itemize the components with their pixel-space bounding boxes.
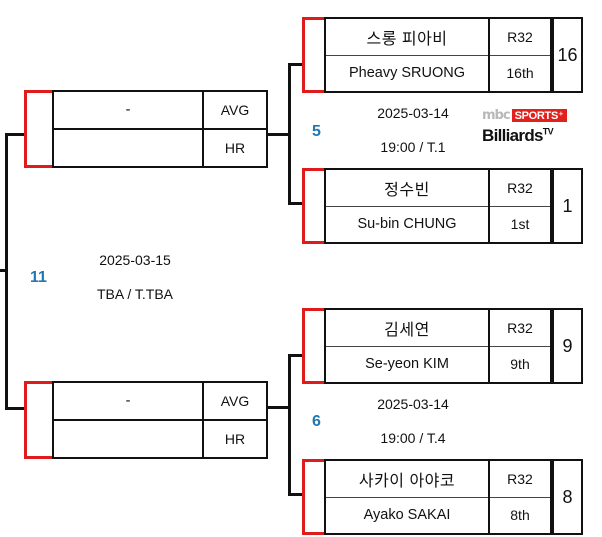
mbc-wordmark: mbc [482, 108, 511, 123]
winner-box-semi2-names: - [54, 383, 202, 457]
player-card-1-round: R32 [490, 19, 550, 56]
connector-semi1-out-stub [267, 133, 291, 136]
winner-box-semi1-names: - [54, 92, 202, 166]
connector-semi2-bottom-arm [288, 493, 305, 496]
final-match-date: 2025-03-15 [99, 252, 171, 268]
winner-box-semi1-name-alt [54, 130, 202, 166]
match-hook-player-2 [302, 168, 326, 244]
player-card-3-name-kr: 김세연 [326, 310, 488, 347]
player-card-1-names: 스롱 피아비 Pheavy SRUONG [326, 19, 488, 91]
tv-superscript: TV [542, 126, 554, 137]
winner-box-semi2-stats: AVG HR [202, 383, 266, 457]
winner-box-semi2-hr-label: HR [224, 431, 246, 447]
winner-box-semi1-stats: AVG HR [202, 92, 266, 166]
player-card-3-rank: 9th [510, 356, 530, 373]
connector-semi1-bottom-arm [288, 202, 305, 205]
player-card-1[interactable]: 스롱 피아비 Pheavy SRUONG R32 16th [324, 17, 552, 93]
winner-box-semi1-avg-label: AVG [204, 92, 266, 130]
billiards-wordmark: Billiards [482, 126, 543, 145]
player-card-3[interactable]: 김세연 Se-yeon KIM R32 9th [324, 308, 552, 384]
player-card-4-names: 사카이 아야코 Ayako SAKAI [326, 461, 488, 533]
connector-semi2-vertical [288, 354, 291, 496]
player-card-2-names: 정수빈 Su-bin CHUNG [326, 170, 488, 242]
player-card-4-meta: R32 8th [488, 461, 550, 533]
match-number-semi1: 5 [312, 123, 321, 140]
player-seed-3: 9 [552, 308, 583, 384]
winner-box-semi1[interactable]: - AVG HR [52, 90, 268, 168]
connector-semi1-top-arm [288, 63, 305, 66]
connector-semi2-top-arm [288, 354, 305, 357]
player-card-2-meta: R32 1st [488, 170, 550, 242]
winner-box-semi2-avg-label: AVG [204, 383, 266, 421]
player-seed-4: 8 [552, 459, 583, 535]
player-card-4-name-en: Ayako SAKAI [363, 507, 451, 524]
player-card-4[interactable]: 사카이 아야코 Ayako SAKAI R32 8th [324, 459, 552, 535]
connector-final-out-stub [0, 269, 8, 272]
broadcaster-logo-row2: BilliardsTV [482, 126, 572, 146]
player-card-1-meta: R32 16th [488, 19, 550, 91]
player-card-2-rank: 1st [510, 216, 530, 233]
player-card-2-name-en: Su-bin CHUNG [357, 216, 457, 233]
player-card-4-round: R32 [490, 461, 550, 498]
player-card-3-meta: R32 9th [488, 310, 550, 382]
player-card-4-name-kr: 사카이 아야코 [326, 461, 488, 498]
player-card-1-name-en: Pheavy SRUONG [348, 65, 466, 82]
player-card-2-round: R32 [490, 170, 550, 207]
player-card-3-names: 김세연 Se-yeon KIM [326, 310, 488, 382]
connector-final-bottom-arm [5, 407, 27, 410]
match-number-final: 11 [30, 269, 47, 286]
match-hook-player-3 [302, 308, 326, 384]
player-card-3-round: R32 [490, 310, 550, 347]
match-hook-player-1 [302, 17, 326, 93]
player-card-1-rank: 16th [506, 65, 534, 82]
player-card-3-name-en: Se-yeon KIM [365, 356, 449, 373]
broadcaster-logo-row1: mbc SPORTS⁺ [482, 108, 572, 123]
winner-box-semi2-name: - [54, 383, 202, 421]
player-card-2[interactable]: 정수빈 Su-bin CHUNG R32 1st [324, 168, 552, 244]
match-hook-player-4 [302, 459, 326, 535]
connector-semi2-out-stub [267, 406, 291, 409]
semi2-match-time: 19:00 / T.4 [380, 430, 446, 446]
match-number-semi2: 6 [312, 413, 321, 430]
final-match-time: TBA / T.TBA [97, 286, 173, 302]
connector-final-top-arm [5, 133, 27, 136]
player-card-1-name-kr: 스롱 피아비 [326, 19, 488, 56]
sports-wordmark: SPORTS⁺ [511, 109, 567, 122]
broadcaster-logo: mbc SPORTS⁺ BilliardsTV [482, 108, 572, 150]
player-seed-2: 1 [552, 168, 583, 244]
semi1-match-time: 19:00 / T.1 [380, 139, 446, 155]
match-hook-semi2-winner [24, 381, 54, 459]
winner-box-semi2-name-alt [54, 421, 202, 457]
semi1-match-date: 2025-03-14 [377, 105, 449, 121]
semi2-match-date: 2025-03-14 [377, 396, 449, 412]
winner-box-semi1-hr-label: HR [224, 140, 246, 156]
winner-box-semi2[interactable]: - AVG HR [52, 381, 268, 459]
player-card-4-rank: 8th [510, 507, 530, 524]
player-card-2-name-kr: 정수빈 [326, 170, 488, 207]
match-hook-semi1-winner [24, 90, 54, 168]
player-seed-1: 16 [552, 17, 583, 93]
winner-box-semi1-name: - [54, 92, 202, 130]
